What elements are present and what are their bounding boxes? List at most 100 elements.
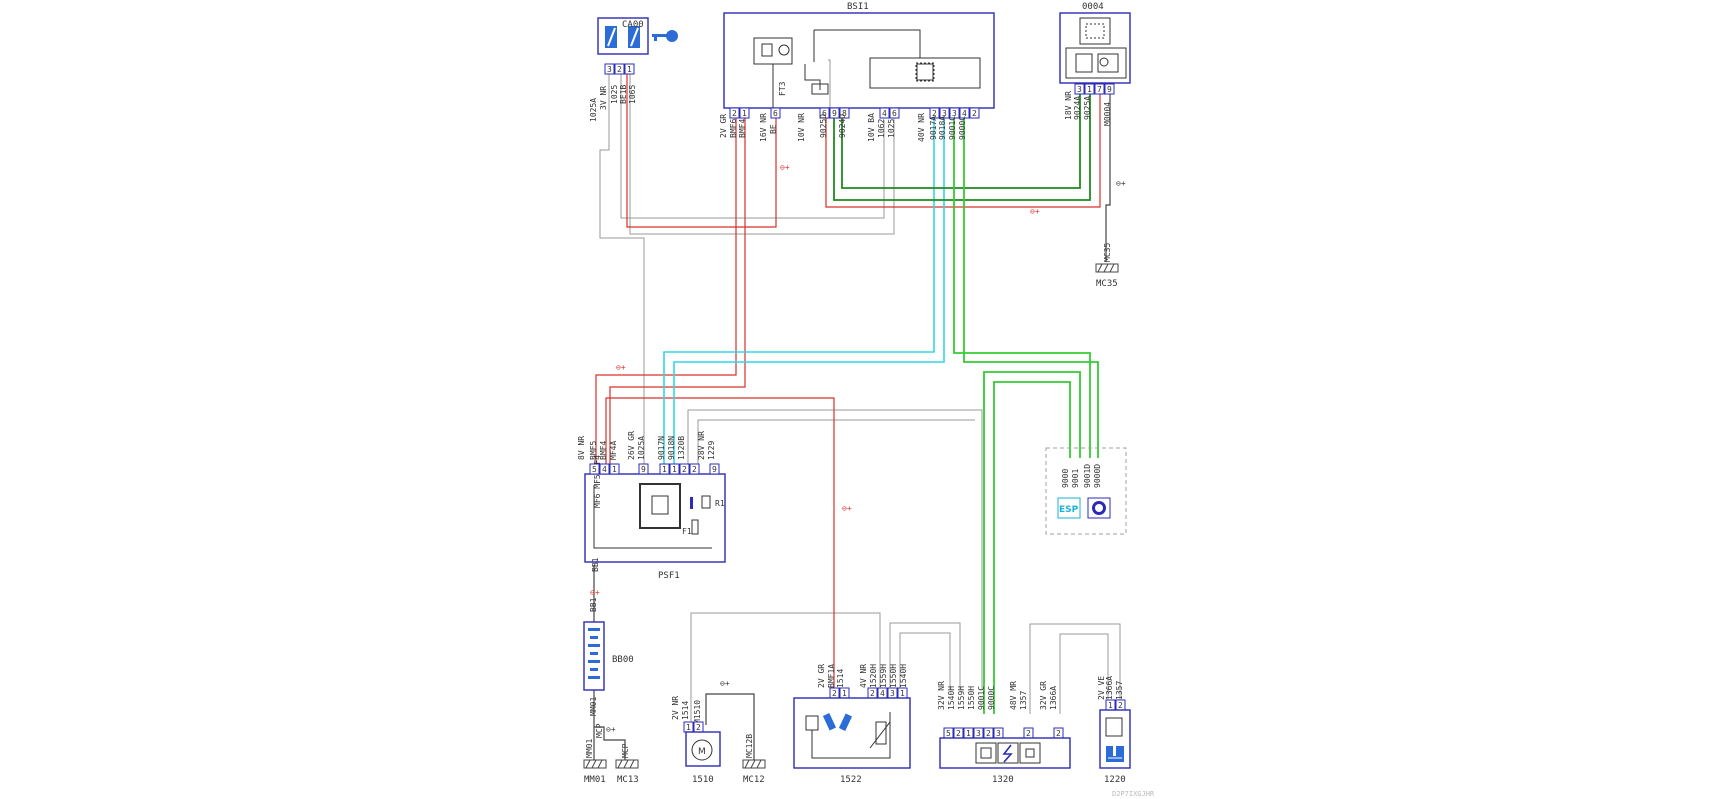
svg-text:2: 2	[696, 723, 701, 732]
svg-text:1: 1	[966, 729, 971, 738]
wire-id-9000: 9000	[1061, 469, 1070, 488]
wire-id-1559h-b: 1559H	[957, 686, 966, 710]
wire-id-mcp: MCP	[595, 723, 604, 738]
wire-id-9000d: 9000D	[1093, 464, 1102, 488]
psf1-conn-c: 28V NR	[697, 431, 706, 460]
wire-red-1522	[605, 397, 835, 696]
svg-text:2: 2	[732, 109, 737, 118]
svg-text:1: 1	[612, 465, 617, 474]
wire-id-bb1: BB1	[589, 597, 598, 612]
svg-text:2: 2	[972, 109, 977, 118]
svg-text:M: M	[698, 747, 706, 757]
svg-text:9: 9	[712, 465, 717, 474]
wire-1510-mc12	[705, 693, 755, 760]
c1320-label: 1320	[992, 775, 1014, 785]
ground-mc35: MC35 MC35	[1095, 243, 1119, 289]
component-0004: 0004 3 1 7 9 18V NR 9024A 9025A M0004 ⊖+	[1059, 2, 1131, 188]
svg-text:1: 1	[900, 689, 905, 698]
mc35-label: MC35	[1096, 279, 1118, 289]
esp-box	[1045, 447, 1127, 535]
mm01-label: MM01	[584, 775, 606, 785]
component-1522: 2V GR BMF1A 1514 4V NR 1520H 1559H 1550H…	[793, 664, 911, 785]
svg-text:1: 1	[672, 465, 677, 474]
psf1-box	[584, 473, 726, 563]
svg-text:5: 5	[946, 729, 951, 738]
wires-light-green	[953, 110, 1099, 714]
bsi1-conn-d: 10V BA	[867, 113, 876, 142]
ground-mc13: MCP MC13	[615, 743, 639, 785]
wires-dark-green	[833, 84, 1091, 201]
wires-dark	[593, 84, 1111, 760]
wire-id-bmf4-psf: BMF4	[599, 441, 608, 460]
wire-id-mm01: MM01	[585, 739, 594, 758]
svg-text:1: 1	[686, 723, 691, 732]
svg-text:6: 6	[892, 109, 897, 118]
svg-text:2: 2	[1056, 729, 1061, 738]
component-esp: 9000 9001 9001D 9000D ESP	[1045, 447, 1127, 535]
wire-lgreen-9001	[953, 110, 1091, 458]
component-psf1: PSF1 MF6 MF5 MF4 R1 F1 5 4 1 9 1 1 2 2 9…	[577, 431, 726, 581]
wire-0004-mc35	[1105, 84, 1111, 262]
marker-red-3: ⊖+	[616, 363, 626, 372]
wire-id-bmf5: BMF5	[589, 441, 598, 460]
bsi1-box	[723, 12, 995, 109]
mc12-label: MC12	[743, 775, 765, 785]
bb00-label: BB00	[612, 655, 634, 665]
wire-cyan-9018	[673, 110, 945, 467]
wire-id-9001d: 9001D	[1083, 464, 1092, 488]
wire-id-1357: 1357	[1019, 691, 1028, 710]
wire-1320-1220	[1029, 623, 1121, 714]
component-1320: 32V NR 1540H 1559H 1550H 9001C 9000C 48V…	[937, 681, 1071, 785]
wire-id-mm01-up: MM01	[589, 697, 598, 716]
svg-text:3: 3	[890, 689, 895, 698]
wire-id-1229: 1229	[707, 441, 716, 460]
wire-lgreen-9000	[963, 110, 1099, 458]
c1220-box	[1099, 709, 1131, 769]
wire-mc13	[594, 726, 626, 760]
c1320-conn-a: 32V NR	[937, 681, 946, 710]
wire-id-1357-b: 1357	[1115, 681, 1124, 700]
wire-id-9017n: 9017N	[657, 436, 666, 460]
wire-id-bmf6: BMF6	[729, 119, 738, 138]
wire-id-9000c-b: 9000C	[987, 686, 996, 710]
motor-icon	[691, 739, 713, 761]
svg-text:2: 2	[832, 689, 837, 698]
wire-id-1540h-b: 1540H	[947, 686, 956, 710]
svg-text:2: 2	[1026, 729, 1031, 738]
wire-cyan-9017	[663, 110, 935, 467]
bsi1-conn-e: 40V NR	[917, 113, 926, 142]
psf1-f1: F1	[682, 527, 692, 536]
psf1-r1: R1	[715, 499, 725, 508]
marker-red-4: ⊖+	[842, 504, 852, 513]
svg-text:4: 4	[602, 465, 607, 474]
markers: ⊖+ ⊖+ ⊖+ ⊖+ ⊖+	[590, 163, 1040, 597]
wire-id-be: BE	[769, 124, 778, 134]
svg-text:9: 9	[832, 109, 837, 118]
c1220-label: 1220	[1104, 775, 1126, 785]
component-1510: 2V NR 1514 M1510 1 2 M 1510 ⊖+	[671, 679, 730, 785]
psf1-pins: 5 4 1 9 1 1 2 2 9	[589, 463, 720, 475]
svg-text:1: 1	[842, 689, 847, 698]
esp-badge-box	[1057, 497, 1081, 519]
wire-id-9017a: 9017A	[929, 116, 938, 140]
wire-id-1062: 1062	[877, 119, 886, 138]
wire-id-bmf1a: BMF1A	[827, 664, 836, 688]
wire-psf1-1522	[687, 409, 983, 689]
wire-id-bmf4: BMF4	[738, 119, 747, 138]
wire-id-9025d: 9025D	[819, 114, 828, 138]
c1522-box	[793, 697, 911, 769]
wire-id-mcp-2: MCP	[621, 743, 630, 758]
wire-id-bb1-top: BB1	[591, 557, 600, 572]
marker-red-1: ⊖+	[780, 163, 790, 172]
wire-1025-loop	[620, 66, 885, 219]
svg-text:8: 8	[842, 109, 847, 118]
svg-text:4: 4	[882, 109, 887, 118]
wire-red-ca00	[626, 66, 777, 228]
c1220-conn: 2V VE	[1097, 676, 1106, 700]
wire-id-1514: 1514	[681, 701, 690, 720]
svg-text:2: 2	[956, 729, 961, 738]
wire-psf1-1522b	[697, 419, 975, 467]
wire-id-9024a: 9024A	[1073, 96, 1082, 120]
